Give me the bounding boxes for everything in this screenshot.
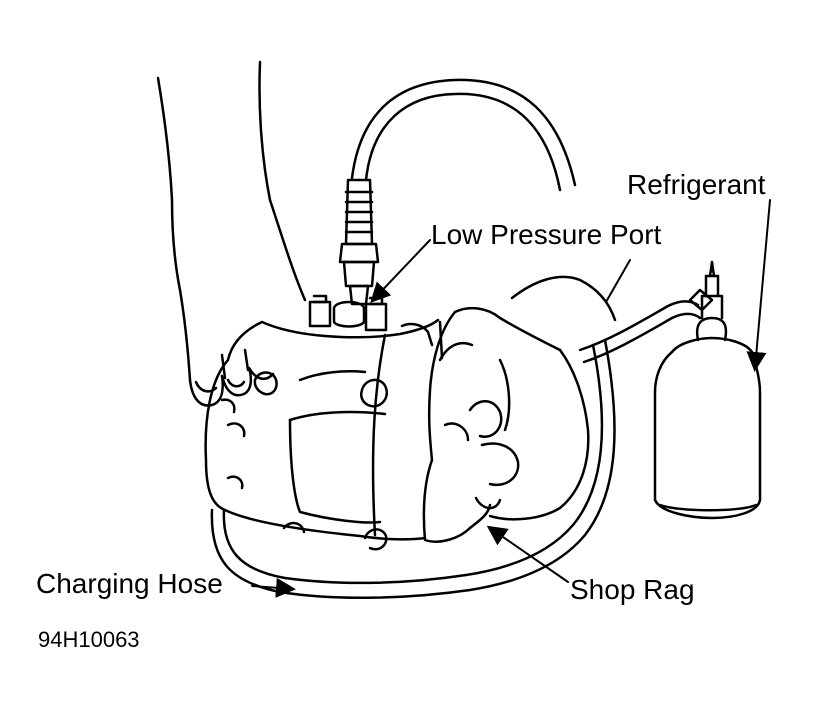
leader-arrows xyxy=(251,199,771,598)
hose-arrow xyxy=(251,577,296,598)
compressor xyxy=(204,294,444,551)
shop-rag-label: Shop Rag xyxy=(570,574,695,605)
refrigerant-label: Refrigerant xyxy=(627,169,766,200)
figure-id: 94H10063 xyxy=(38,627,140,652)
charging-hose xyxy=(210,338,616,599)
refrigerant-arrow xyxy=(746,199,771,372)
rag-hand-leader xyxy=(605,259,631,303)
right-hand-with-rag xyxy=(422,275,617,543)
upper-hose xyxy=(350,78,577,192)
port-coupling xyxy=(338,178,380,306)
charging-hose-label: Charging Hose xyxy=(36,568,223,599)
left-hand xyxy=(156,60,307,407)
rag-arrow xyxy=(486,525,569,583)
low-pressure-arrow xyxy=(370,239,431,303)
low-pressure-port-label: Low Pressure Port xyxy=(431,219,662,250)
